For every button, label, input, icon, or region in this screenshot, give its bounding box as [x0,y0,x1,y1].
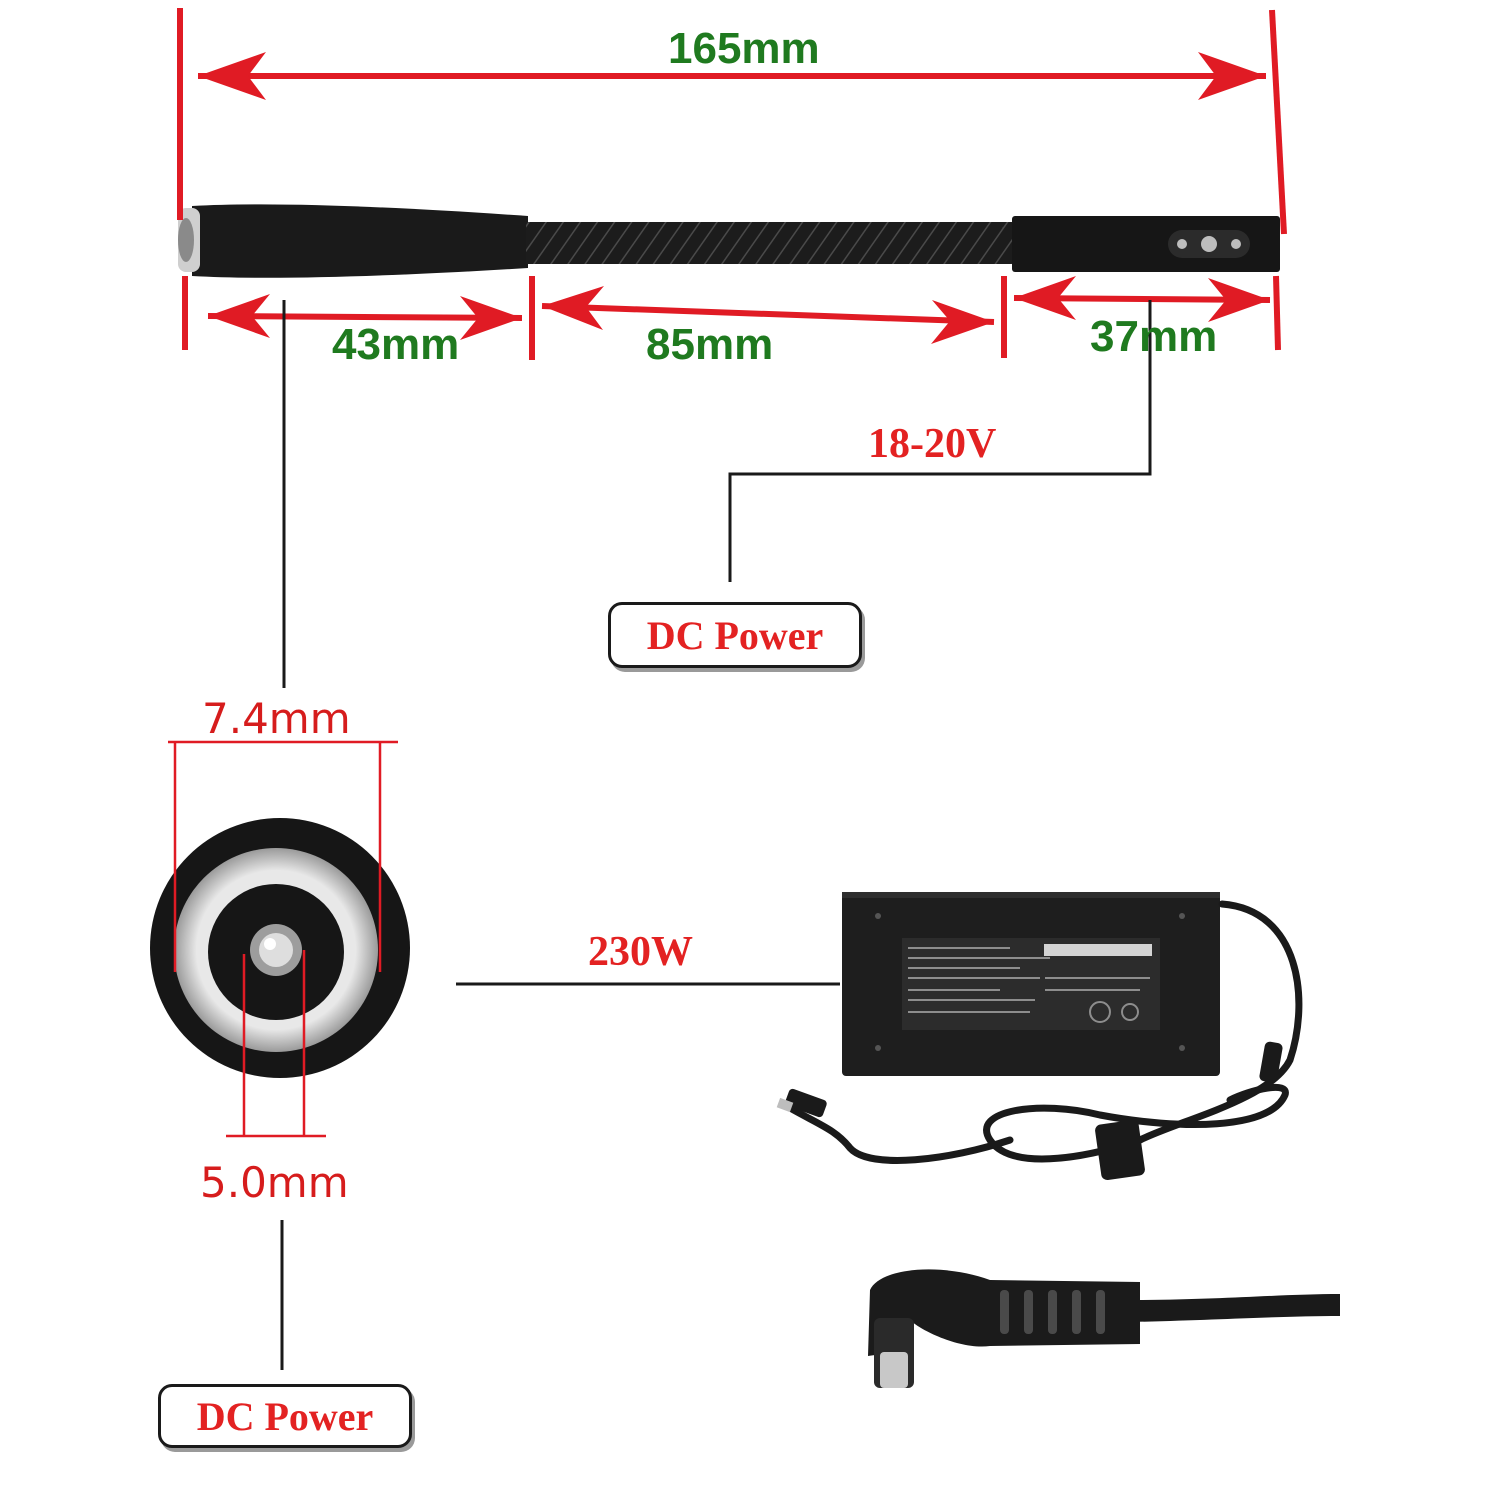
outer-diameter-label: 7.4mm [202,694,351,743]
leader-lines [280,300,1152,1370]
power-rating-label: 230W [588,929,693,975]
barrel-cross-section [150,740,410,1138]
power-brick [776,892,1303,1181]
dimension-arrowheads [198,52,1270,344]
cable-section-length-label: 85mm [646,320,774,369]
voltage-label: 18-20V [868,421,997,467]
plug-section-length-label: 43mm [332,320,460,369]
total-length-label: 165mm [668,24,820,73]
inner-diameter-label: 5.0mm [200,1158,349,1207]
tip-section-length-label: 37mm [1090,312,1218,361]
dimension-lines [177,8,1287,360]
angled-plug [868,1269,1340,1388]
adapter-cable [178,204,1280,278]
dc-power-badge-bottom: DC Power [158,1384,412,1448]
dc-power-badge-top: DC Power [608,602,862,668]
